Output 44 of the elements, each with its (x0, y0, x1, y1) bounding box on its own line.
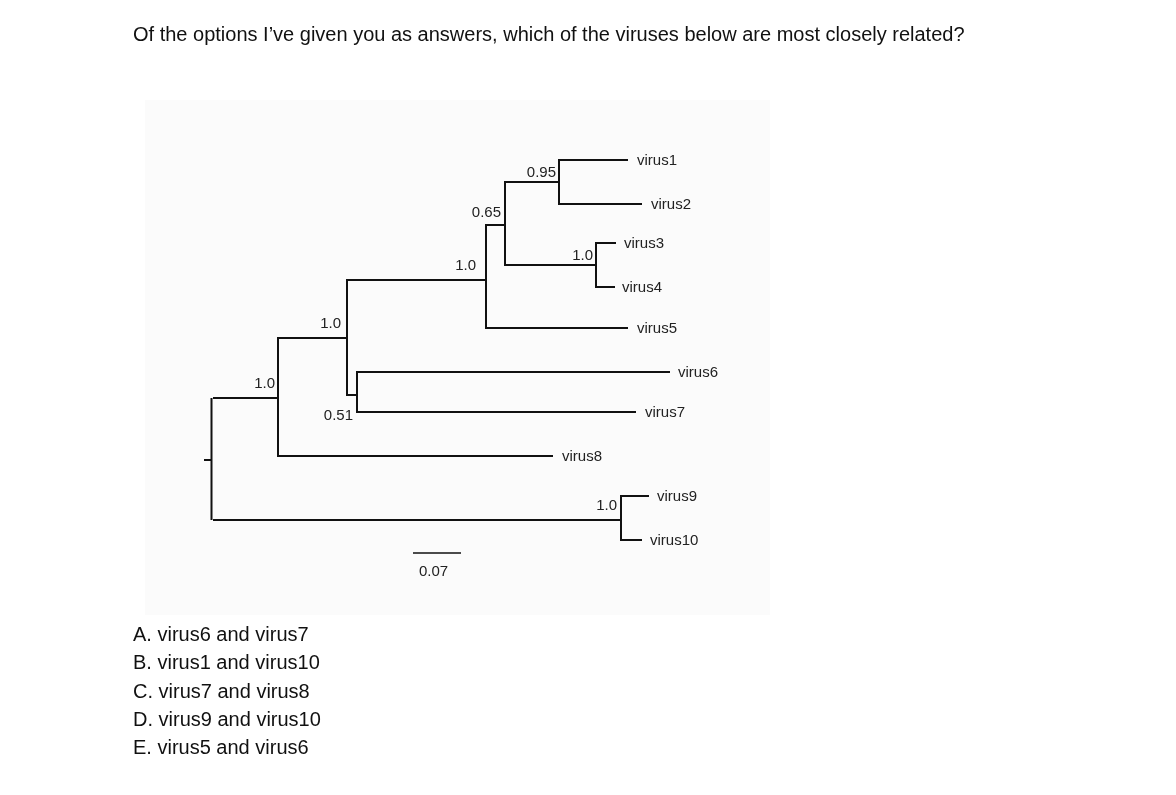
answer-option: A. virus6 and virus7 (133, 622, 309, 646)
taxon-label: virus9 (649, 487, 697, 505)
support-value: 0.51 (323, 406, 353, 424)
tree-branch (558, 159, 629, 183)
support-value: 1.0 (572, 246, 593, 264)
taxon-label: virus7 (636, 403, 685, 421)
tree-branch (356, 394, 637, 413)
support-value: 1.0 (320, 314, 341, 332)
taxon-label: virus2 (642, 195, 691, 213)
tree-branch (356, 371, 671, 396)
support-value: 1.0 (455, 256, 476, 274)
answer-option: D. virus9 and virus10 (133, 706, 321, 731)
tree-branch (558, 181, 643, 205)
taxon-label: virus1 (628, 151, 677, 169)
tree-branch (485, 224, 506, 281)
tree-branch (277, 337, 348, 399)
tree-branch (346, 337, 358, 396)
answer-option: C. virus7 and virus8 (133, 678, 310, 703)
support-value: 0.95 (526, 163, 556, 181)
taxon-label: virus4 (615, 278, 662, 296)
taxon-label: virus3 (616, 234, 664, 252)
tree-branch (212, 519, 622, 521)
support-value: 0.65 (471, 203, 501, 221)
tree-branch (212, 397, 279, 399)
tree-branch (595, 242, 617, 266)
scale-value: 0.07 (419, 562, 449, 580)
tree-root (204, 398, 213, 520)
tree-branch (504, 181, 560, 226)
tree-branch (595, 264, 616, 288)
question-text: Of the options I’ve given you as answers, which of the viruses below are most closely related? (133, 22, 966, 47)
support-value: 1.0 (596, 496, 617, 514)
taxon-label: virus6 (670, 363, 718, 381)
answer-option: B. virus1 and virus10 (133, 650, 320, 675)
answer-option: E. virus5 and virus6 (133, 735, 309, 760)
tree-branch (620, 519, 643, 541)
support-value: 1.0 (254, 374, 275, 392)
taxon-label: virus10 (642, 531, 699, 549)
tree-branch (504, 224, 597, 266)
tree-branch (277, 397, 554, 457)
tree-branch (346, 279, 487, 339)
tree-branch (485, 279, 629, 329)
taxon-label: virus5 (628, 319, 677, 337)
tree-branch (620, 495, 650, 521)
taxon-label: virus8 (553, 447, 602, 465)
